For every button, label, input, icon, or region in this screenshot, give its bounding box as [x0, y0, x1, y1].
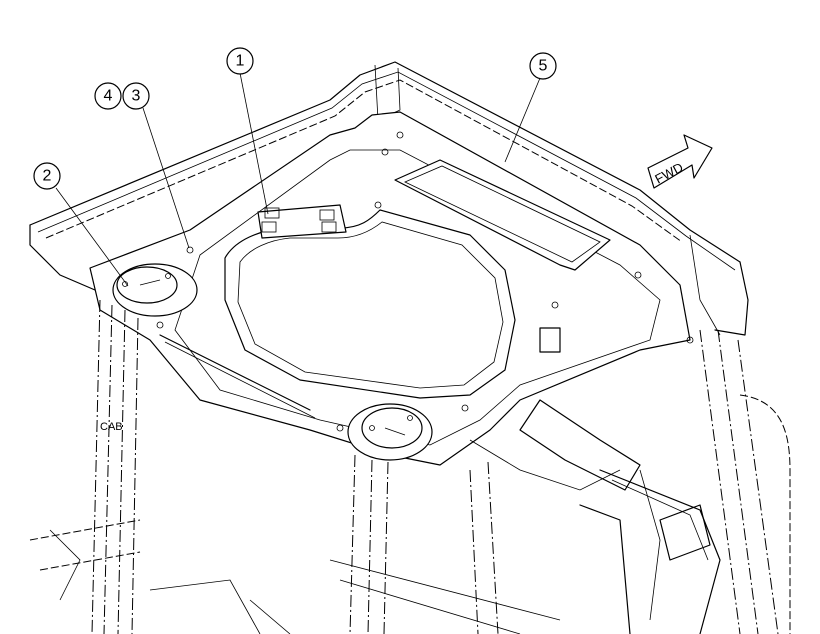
cab-label: CAB — [100, 421, 123, 433]
callout-1-text: 1 — [236, 53, 245, 70]
callout-3-text: 3 — [132, 88, 141, 105]
part-2-round-plate-left — [112, 263, 198, 317]
cab-posts — [29, 299, 791, 634]
forward-direction-arrow: FWD — [647, 134, 713, 189]
part-1-bracket — [257, 204, 347, 239]
lower-cab-structure — [49, 399, 721, 634]
callout-2-text: 2 — [43, 168, 52, 185]
callout-4-text: 4 — [104, 88, 113, 105]
callout-4: 4 — [94, 82, 122, 110]
callout-5: 5 — [504, 52, 557, 163]
callout-5-text: 5 — [539, 58, 548, 75]
callout-1: 1 — [226, 47, 269, 215]
mount-holes — [156, 131, 694, 432]
round-plate-center — [347, 403, 433, 461]
roof-panel — [89, 111, 694, 466]
callout-3: 3 — [122, 82, 190, 249]
callout-2: 2 — [33, 162, 129, 287]
